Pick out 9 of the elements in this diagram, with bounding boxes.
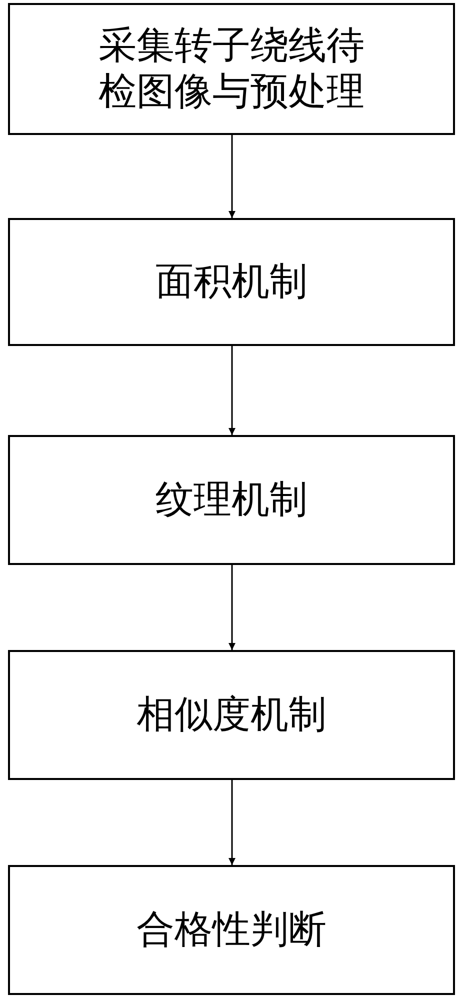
process-box: 相似度机制 — [8, 650, 455, 780]
process-box: 面积机制 — [8, 218, 455, 346]
process-box: 采集转子绕线待检图像与预处理 — [8, 3, 455, 135]
arrow — [228, 780, 236, 865]
arrow — [228, 346, 236, 435]
process-box: 合格性判断 — [8, 865, 455, 995]
arrow — [228, 565, 236, 650]
arrow — [228, 135, 236, 218]
process-box: 纹理机制 — [8, 435, 455, 565]
